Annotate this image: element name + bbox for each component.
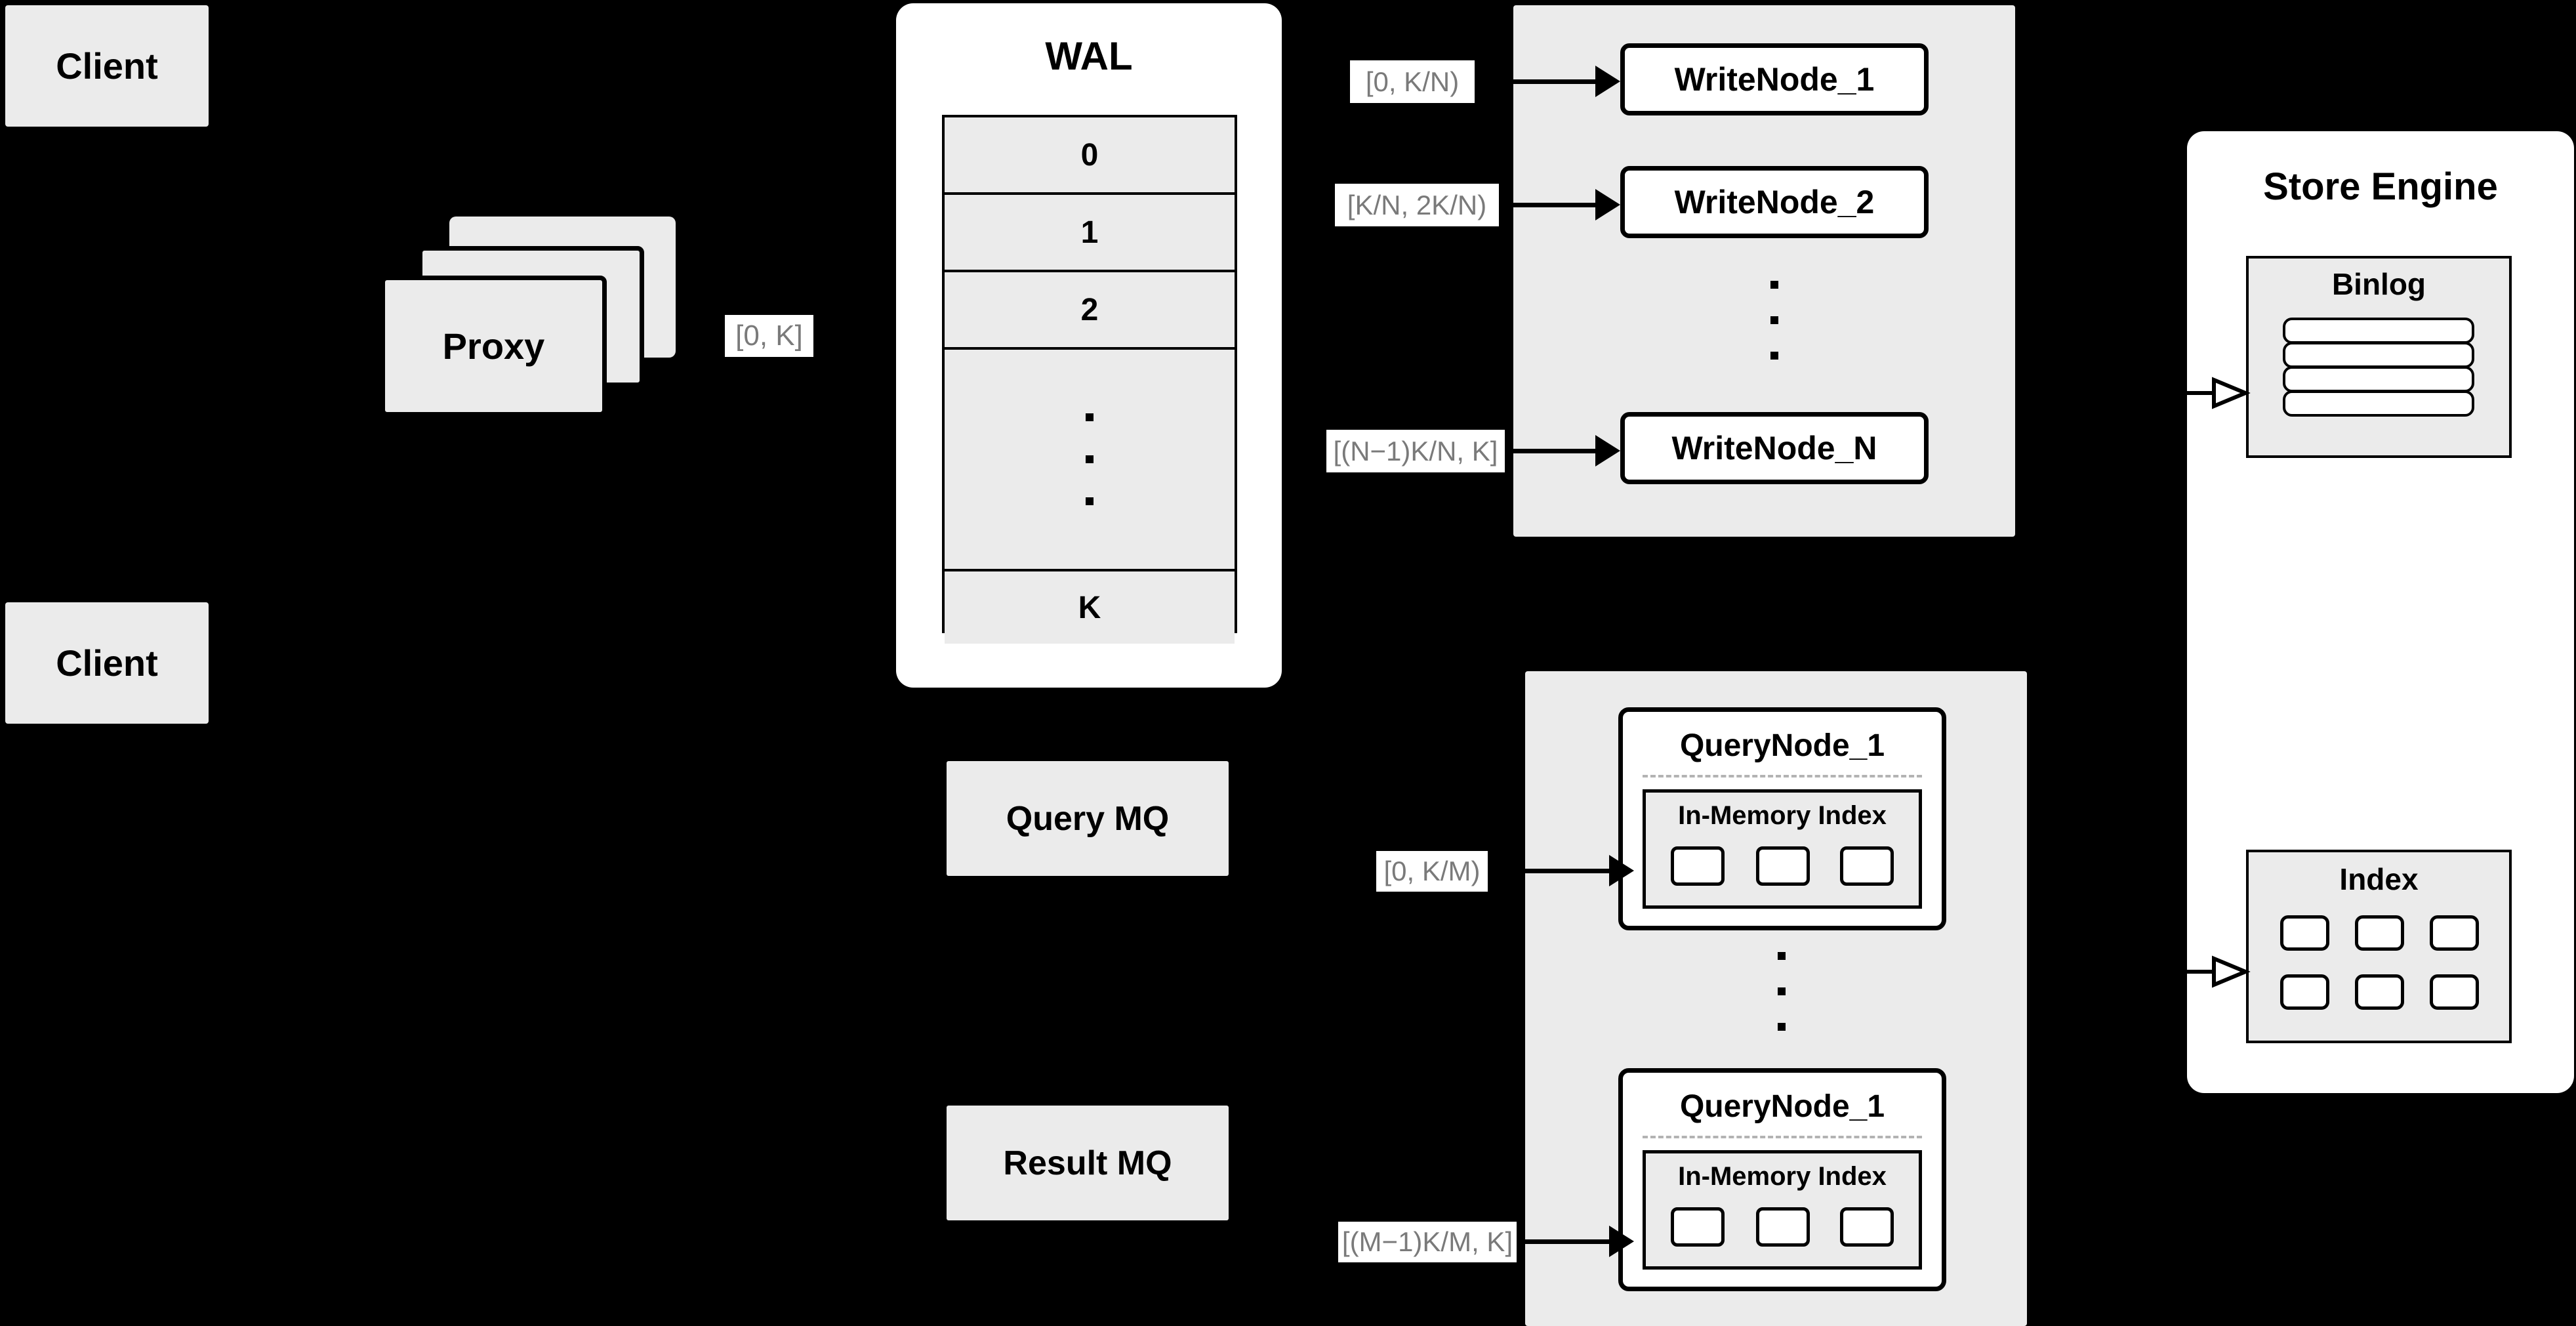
index-cell[interactable] xyxy=(1756,1207,1810,1247)
client-box-2[interactable]: Client xyxy=(5,602,209,724)
client-label: Client xyxy=(56,642,158,684)
write-node-label: WriteNode_1 xyxy=(1674,61,1875,98)
proxy-stack[interactable]: Proxy xyxy=(380,217,689,433)
proxy-output-range-label: [0, K] xyxy=(725,315,813,357)
index-title: Index xyxy=(2339,862,2419,896)
index-panel: Index xyxy=(2246,850,2512,1043)
write-node-1[interactable]: WriteNode_1 xyxy=(1620,43,1929,115)
proxy-card-front[interactable]: Proxy xyxy=(380,276,607,417)
wal-row[interactable]: K xyxy=(945,571,1235,644)
write-node-n[interactable]: WriteNode_N xyxy=(1620,412,1929,484)
arrow-to-write-node-n xyxy=(1513,435,1625,468)
query-cluster-ellipsis xyxy=(1776,952,1787,1031)
query-node-2-range-label: [(M−1)K/M, K] xyxy=(1338,1222,1517,1262)
query-node-title: QueryNode_1 xyxy=(1679,1088,1885,1124)
query-mq-label: Query MQ xyxy=(1006,799,1170,838)
index-cell[interactable] xyxy=(2280,915,2329,951)
store-engine-title: Store Engine xyxy=(2263,165,2498,208)
index-cell[interactable] xyxy=(2355,974,2404,1010)
query-cluster-panel: QueryNode_1 In-Memory Index QueryNode_1 … xyxy=(1525,671,2027,1326)
binlog-bar[interactable] xyxy=(2283,318,2474,344)
wal-row[interactable]: 0 xyxy=(945,117,1235,195)
query-node-divider xyxy=(1643,775,1922,777)
client-box-1[interactable]: Client xyxy=(5,5,209,127)
write-node-label: WriteNode_N xyxy=(1671,430,1877,466)
write-node-2-range-label: [K/N, 2K/N) xyxy=(1335,184,1499,226)
write-cluster-ellipsis xyxy=(1769,281,1780,360)
arrow-to-write-node-1 xyxy=(1513,66,1625,98)
binlog-bar[interactable] xyxy=(2283,342,2474,368)
wal-row[interactable]: 1 xyxy=(945,195,1235,272)
wal-row-ellipsis xyxy=(945,350,1235,571)
arrow-to-query-node-1 xyxy=(1525,855,1640,888)
index-cell[interactable] xyxy=(2280,974,2329,1010)
wal-table: 0 1 2 K xyxy=(942,115,1237,644)
query-node-1[interactable]: QueryNode_1 In-Memory Index xyxy=(1618,707,1946,930)
index-cell[interactable] xyxy=(1840,846,1894,886)
index-cell[interactable] xyxy=(2355,915,2404,951)
write-cluster-panel: WriteNode_1 WriteNode_2 WriteNode_N xyxy=(1513,5,2015,537)
in-memory-index-2: In-Memory Index xyxy=(1643,1150,1922,1270)
arrow-to-index xyxy=(2181,955,2253,989)
index-cell[interactable] xyxy=(1756,846,1810,886)
wal-row[interactable]: 2 xyxy=(945,272,1235,350)
index-cell[interactable] xyxy=(2430,974,2479,1010)
arrow-to-write-node-2 xyxy=(1513,189,1625,222)
proxy-label: Proxy xyxy=(442,325,545,367)
wal-title: WAL xyxy=(1045,33,1133,78)
result-mq-label: Result MQ xyxy=(1003,1144,1172,1182)
write-node-1-range-label: [0, K/N) xyxy=(1350,60,1475,103)
query-mq-box[interactable]: Query MQ xyxy=(947,761,1229,876)
arrow-to-query-node-2 xyxy=(1525,1226,1640,1258)
query-node-title: QueryNode_1 xyxy=(1679,728,1885,763)
in-memory-index-1: In-Memory Index xyxy=(1643,789,1922,909)
result-mq-box[interactable]: Result MQ xyxy=(947,1106,1229,1220)
store-engine-panel: Store Engine Binlog Index xyxy=(2187,131,2574,1093)
arrow-to-binlog xyxy=(2181,376,2253,410)
wal-panel: WAL 0 1 2 K xyxy=(896,3,1282,688)
binlog-bar[interactable] xyxy=(2283,366,2474,392)
index-cell[interactable] xyxy=(1671,1207,1725,1247)
write-node-label: WriteNode_2 xyxy=(1674,184,1875,220)
in-memory-index-title: In-Memory Index xyxy=(1678,800,1887,830)
query-node-1-range-label: [0, K/M) xyxy=(1376,851,1488,892)
client-label: Client xyxy=(56,45,158,87)
write-node-n-range-label: [(N−1)K/N, K] xyxy=(1326,430,1505,472)
wal-vertical-dots xyxy=(1086,413,1094,505)
write-node-2[interactable]: WriteNode_2 xyxy=(1620,166,1929,238)
binlog-panel: Binlog xyxy=(2246,256,2512,458)
index-cell[interactable] xyxy=(2430,915,2479,951)
query-node-2[interactable]: QueryNode_1 In-Memory Index xyxy=(1618,1068,1946,1291)
in-memory-index-title: In-Memory Index xyxy=(1678,1161,1887,1191)
query-node-divider xyxy=(1643,1136,1922,1138)
index-cell[interactable] xyxy=(1840,1207,1894,1247)
binlog-bar[interactable] xyxy=(2283,390,2474,417)
binlog-title: Binlog xyxy=(2331,267,2426,301)
index-cell[interactable] xyxy=(1671,846,1725,886)
